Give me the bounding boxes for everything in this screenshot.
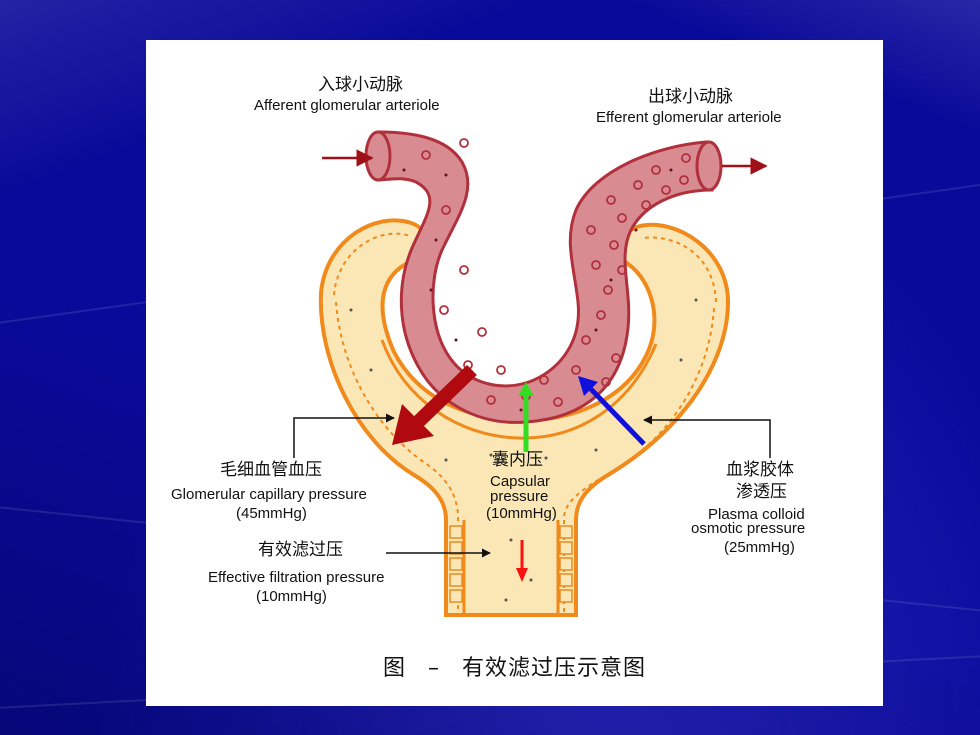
capsular-pressure-en-2: pressure xyxy=(490,488,549,505)
glomerular-pressure-arrow xyxy=(392,364,477,445)
effective-filtration-zh: 有效滤过压 xyxy=(258,540,343,560)
colloid-pressure-zh-1: 血浆胶体 xyxy=(726,460,794,480)
caption-title: 有效滤过压示意图 xyxy=(462,656,647,681)
diagram-panel: 入球小动脉 Afferent glomerular arteriole 出球小动… xyxy=(146,40,883,706)
colloid-pressure-arrow xyxy=(578,376,646,446)
colloid-pressure-leader xyxy=(643,415,771,458)
glomerular-pressure-value: (45mmHg) xyxy=(236,505,307,522)
efferent-label-en: Efferent glomerular arteriole xyxy=(596,109,782,126)
effective-filtration-arrow xyxy=(516,540,528,582)
capsular-pressure-arrow xyxy=(518,382,534,452)
capsular-pressure-en-1: Capsular xyxy=(490,473,551,490)
glomerulus-diagram xyxy=(293,130,771,617)
colloid-pressure-en-1: Plasma colloid xyxy=(708,506,805,523)
caption-dash: – xyxy=(428,656,440,681)
glomerular-pressure-leader xyxy=(293,413,395,458)
effective-filtration-en: Effective filtration pressure xyxy=(208,569,385,586)
efferent-label-zh: 出球小动脉 xyxy=(648,87,733,107)
colloid-pressure-en-2: osmotic pressure xyxy=(691,520,806,537)
glomerular-pressure-en: Glomerular capillary pressure xyxy=(171,486,367,503)
colloid-pressure-value: (25mmHg) xyxy=(724,539,795,556)
glomerular-pressure-zh: 毛细血管血压 xyxy=(220,460,322,480)
figure-caption: 图–有效滤过压示意图 xyxy=(146,650,883,682)
capsular-pressure-zh: 囊内压 xyxy=(492,450,543,470)
colloid-pressure-zh-2: 渗透压 xyxy=(736,482,787,502)
afferent-label-zh: 入球小动脉 xyxy=(318,75,403,95)
caption-prefix: 图 xyxy=(382,656,406,681)
capillary-loop xyxy=(364,130,723,424)
afferent-label-en: Afferent glomerular arteriole xyxy=(254,97,440,114)
capsular-pressure-value: (10mmHg) xyxy=(486,505,557,522)
effective-filtration-value: (10mmHg) xyxy=(256,588,327,605)
